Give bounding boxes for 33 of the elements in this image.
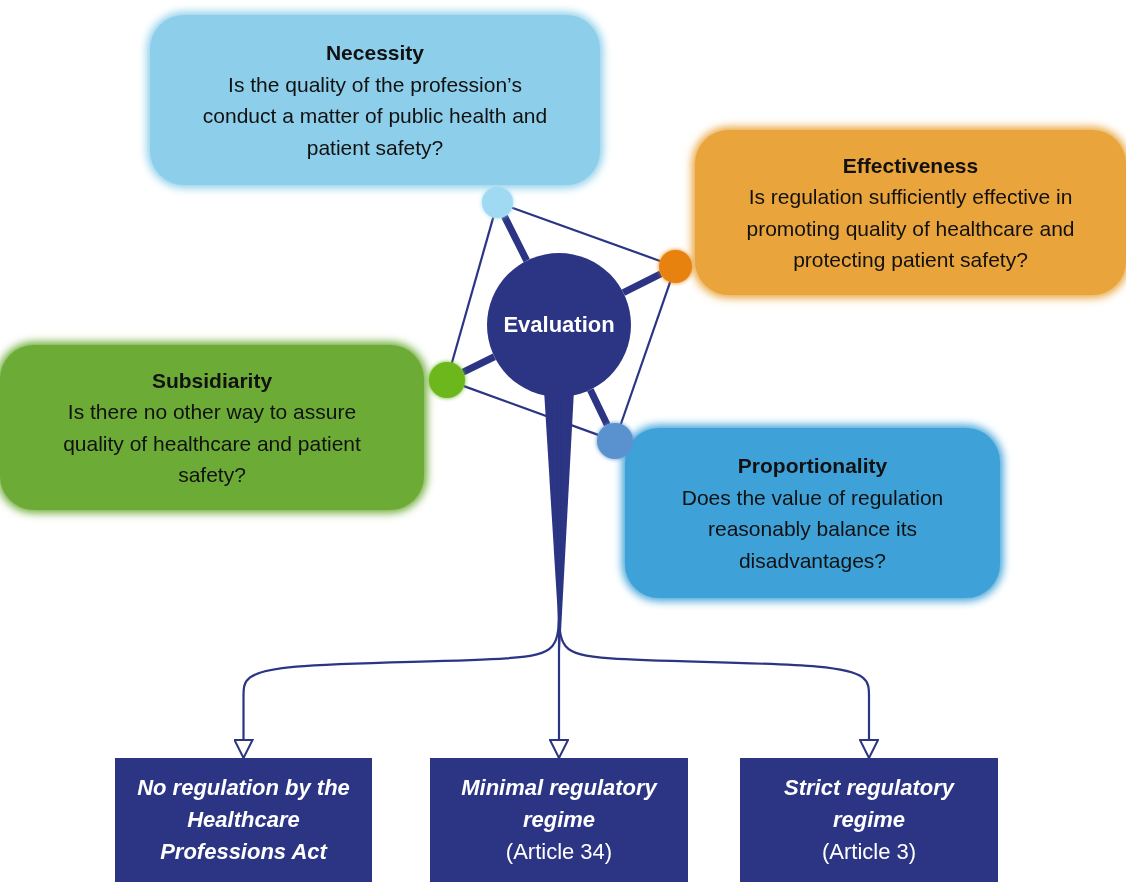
connector-line [463, 385, 599, 436]
connector-line [621, 270, 663, 296]
outcome-title: Minimal regulatory regime [460, 774, 659, 835]
criterion-heading: Subsidiarity [151, 367, 273, 394]
criterion-question: Is there no other way to assure quality of healthcare and patient safety? [62, 399, 362, 488]
criterion-card [625, 428, 1000, 598]
criterion-heading: Proportionality [737, 453, 888, 479]
connector-dot [482, 187, 513, 218]
connector-line [619, 281, 672, 425]
connector-dot [597, 423, 633, 459]
connector-line [450, 217, 495, 363]
article-reference: (Article 3) [821, 837, 917, 866]
criterion-card [150, 15, 600, 185]
criterion-question: Is the quality of the profession’s conduct a matter of public health and patient safety? [201, 71, 549, 161]
article-reference: (Article 34) [505, 837, 613, 866]
connector-dot [429, 362, 465, 398]
outcome-box [430, 758, 688, 882]
outcome-title: Strict regulatory regime [783, 774, 956, 835]
hub-label: Evaluation [503, 312, 615, 338]
connector-line [511, 206, 661, 262]
criterion-card [695, 130, 1126, 295]
criterion-heading: Necessity [325, 40, 425, 66]
outcome-title: No regulation by the Healthcare Professions Act [136, 774, 351, 866]
criterion-card [0, 345, 424, 510]
connector-line [587, 388, 611, 427]
connector-dot [659, 250, 692, 283]
criterion-question: Does the value of regulation reasonably balance its disadvantages? [680, 484, 945, 574]
connector-line [461, 353, 496, 376]
criterion-question: Is regulation sufficiently effective in promoting quality of healthcare and protecting patient safety? [745, 184, 1076, 273]
connector-line [501, 214, 530, 263]
outcome-box [740, 758, 998, 882]
criterion-heading: Effectiveness [842, 152, 979, 179]
outcome-box [115, 758, 372, 882]
